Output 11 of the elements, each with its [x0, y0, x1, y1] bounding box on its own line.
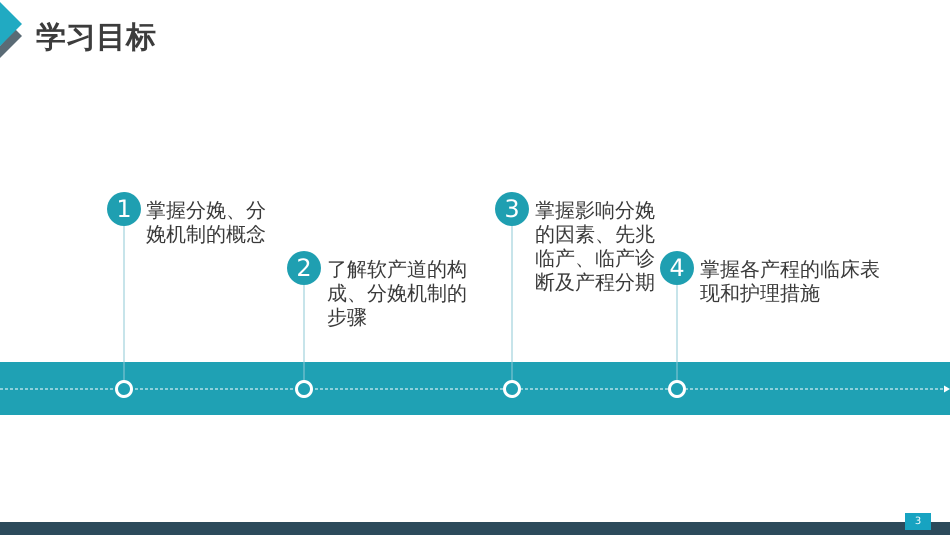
- slide-title: 学习目标: [36, 19, 156, 57]
- number-circle: 3: [495, 192, 529, 226]
- step-text: 了解软产道的构成、分娩机制的步骤: [327, 257, 468, 329]
- page-number: 3: [905, 513, 931, 530]
- step-text: 掌握影响分娩的因素、先兆临产、临产诊断及产程分期: [535, 198, 656, 294]
- number-circle: 4: [660, 251, 694, 285]
- number-circle: 1: [107, 192, 141, 226]
- step-text: 掌握各产程的临床表现和护理措施: [700, 257, 881, 305]
- number-circle: 2: [287, 251, 321, 285]
- connector-line: [676, 284, 678, 380]
- step-text: 掌握分娩、分娩机制的概念: [146, 198, 267, 246]
